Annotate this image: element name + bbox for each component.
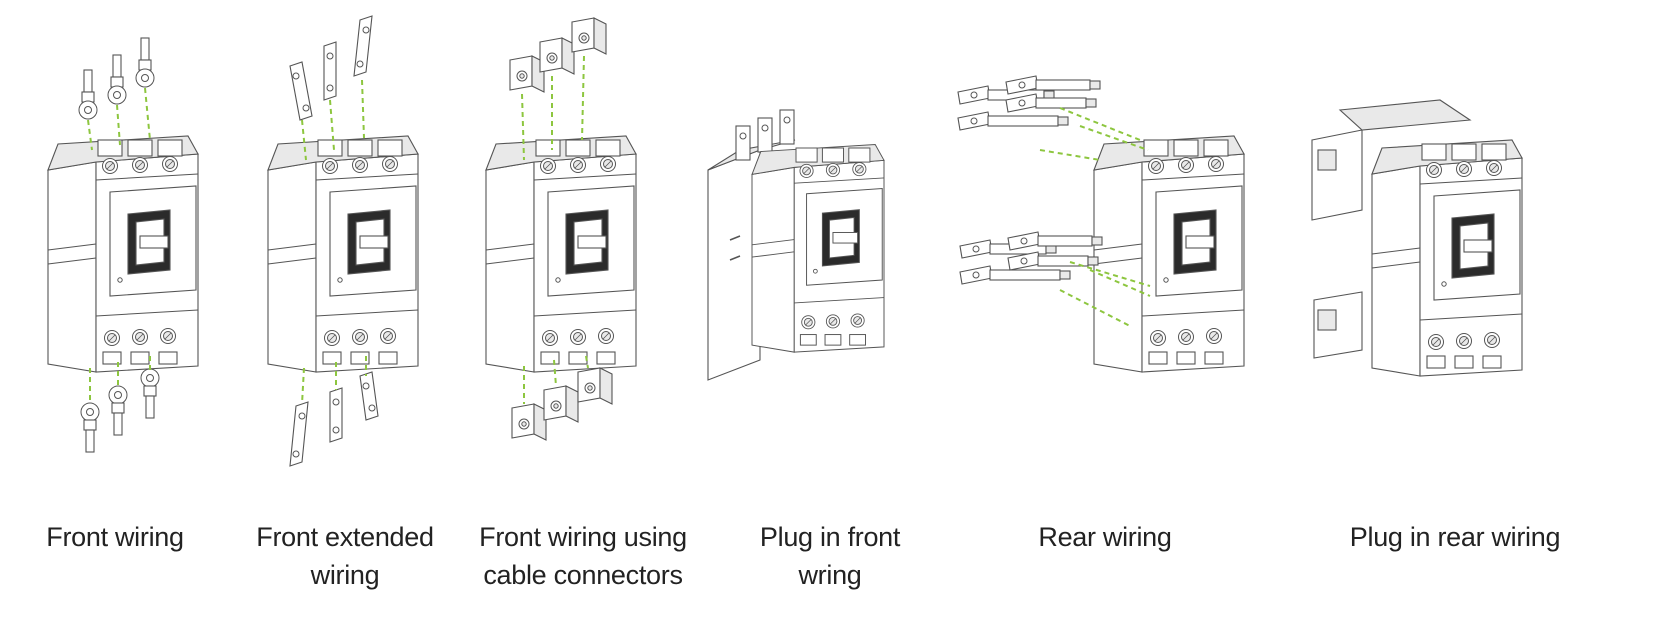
rear-stud [957,85,1055,105]
cable-connector [539,37,575,75]
caption-rear-wiring: Rear wiring [1010,518,1200,556]
caption-line: Rear wiring [1038,522,1172,552]
caption-line: wiring [310,560,380,590]
guide-line [553,359,557,387]
cable-connector [509,55,545,93]
cable-connector [543,385,579,423]
breaker-rear-wiring [1093,135,1245,373]
guide-line [361,79,365,139]
caption-line: Plug in front [759,522,901,552]
panel-rear-wiring [957,75,1245,373]
extension-bar [289,401,309,467]
guide-line [1069,261,1151,287]
rear-stud [1007,251,1099,271]
caption-plug-in-rear-wiring: Plug in rear wiring [1330,518,1580,556]
ring-lug [140,368,160,419]
caption-line: Plug in rear wiring [1349,522,1561,552]
rear-stud [1005,93,1097,113]
caption-line: Front extended [256,522,434,552]
caption-line: Front wiring [46,522,184,552]
rear-stud [959,265,1071,285]
extension-bar [289,61,313,121]
extension-bar [329,387,343,443]
ring-lug [108,385,128,436]
extension-bar [323,41,337,101]
guide-line [585,355,589,369]
cable-connector [511,403,547,441]
guide-line [521,93,525,161]
breaker-plug-in-front [751,143,885,353]
caption-front-wiring-cable-connectors: Front wiring using cable connectors [468,518,698,594]
panel-front-wiring-cable-connectors [485,17,637,441]
panel-plug-in-rear-wiring [1311,99,1523,377]
ring-lug [80,402,100,453]
guide-line [1059,107,1141,141]
breaker-plug-in-rear [1371,139,1523,377]
panel-front-extended-wiring [267,15,419,467]
rear-stud [959,239,1057,259]
caption-line: wring [798,560,862,590]
extension-bar [353,15,373,77]
guide-line [1079,125,1149,151]
breaker-front-wiring [47,135,199,373]
rear-stud [1007,231,1103,251]
extension-bar [359,371,379,421]
caption-front-extended-wiring: Front extended wiring [245,518,445,594]
ring-lug [135,37,155,88]
caption-plug-in-front-wiring: Plug in front wring [735,518,925,594]
guide-line [1059,289,1131,327]
caption-front-wiring: Front wiring [30,518,200,556]
guide-line [301,367,305,405]
breaker-cable-connectors [485,135,637,373]
cable-connector [571,17,607,55]
guide-line [144,87,151,141]
guide-line [1089,269,1151,297]
breaker-front-extended [267,135,419,373]
guide-line [116,104,121,146]
guide-line [581,55,585,141]
caption-line: cable connectors [483,560,683,590]
rear-stud [1005,75,1101,95]
guide-line [1039,149,1101,161]
caption-line: Front wiring using [479,522,687,552]
panel-front-wiring [47,37,199,453]
cable-connector [577,367,613,405]
rear-stud [957,111,1069,131]
ring-lug [78,69,98,120]
ring-lug [107,54,127,105]
panel-plug-in-front-wiring [707,109,885,381]
guide-line [301,119,307,161]
